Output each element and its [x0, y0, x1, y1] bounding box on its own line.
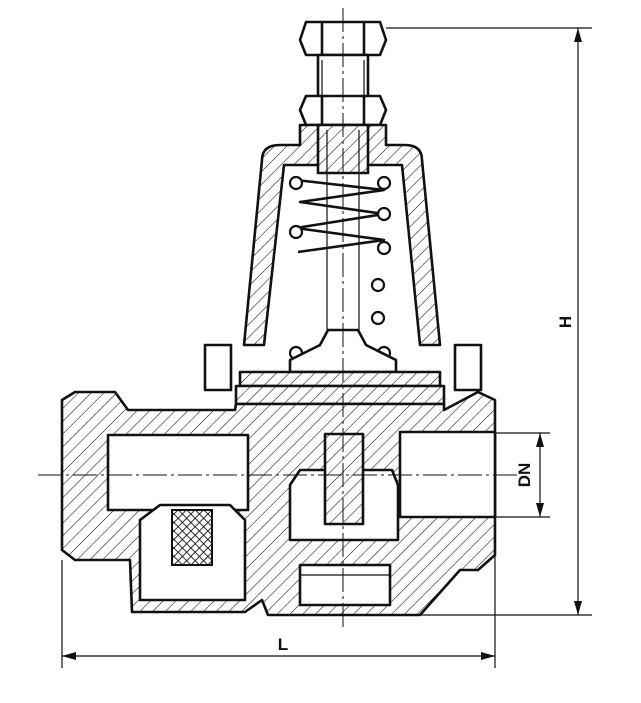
dimension-l: L: [61, 555, 496, 668]
height-label: H: [556, 316, 575, 328]
valve-body: [60, 390, 497, 617]
dn-label: DN: [515, 463, 534, 488]
length-label: L: [278, 635, 288, 654]
dimension-h: H: [386, 27, 592, 616]
dimension-dn: DN: [495, 432, 550, 518]
bonnet: [242, 123, 442, 347]
